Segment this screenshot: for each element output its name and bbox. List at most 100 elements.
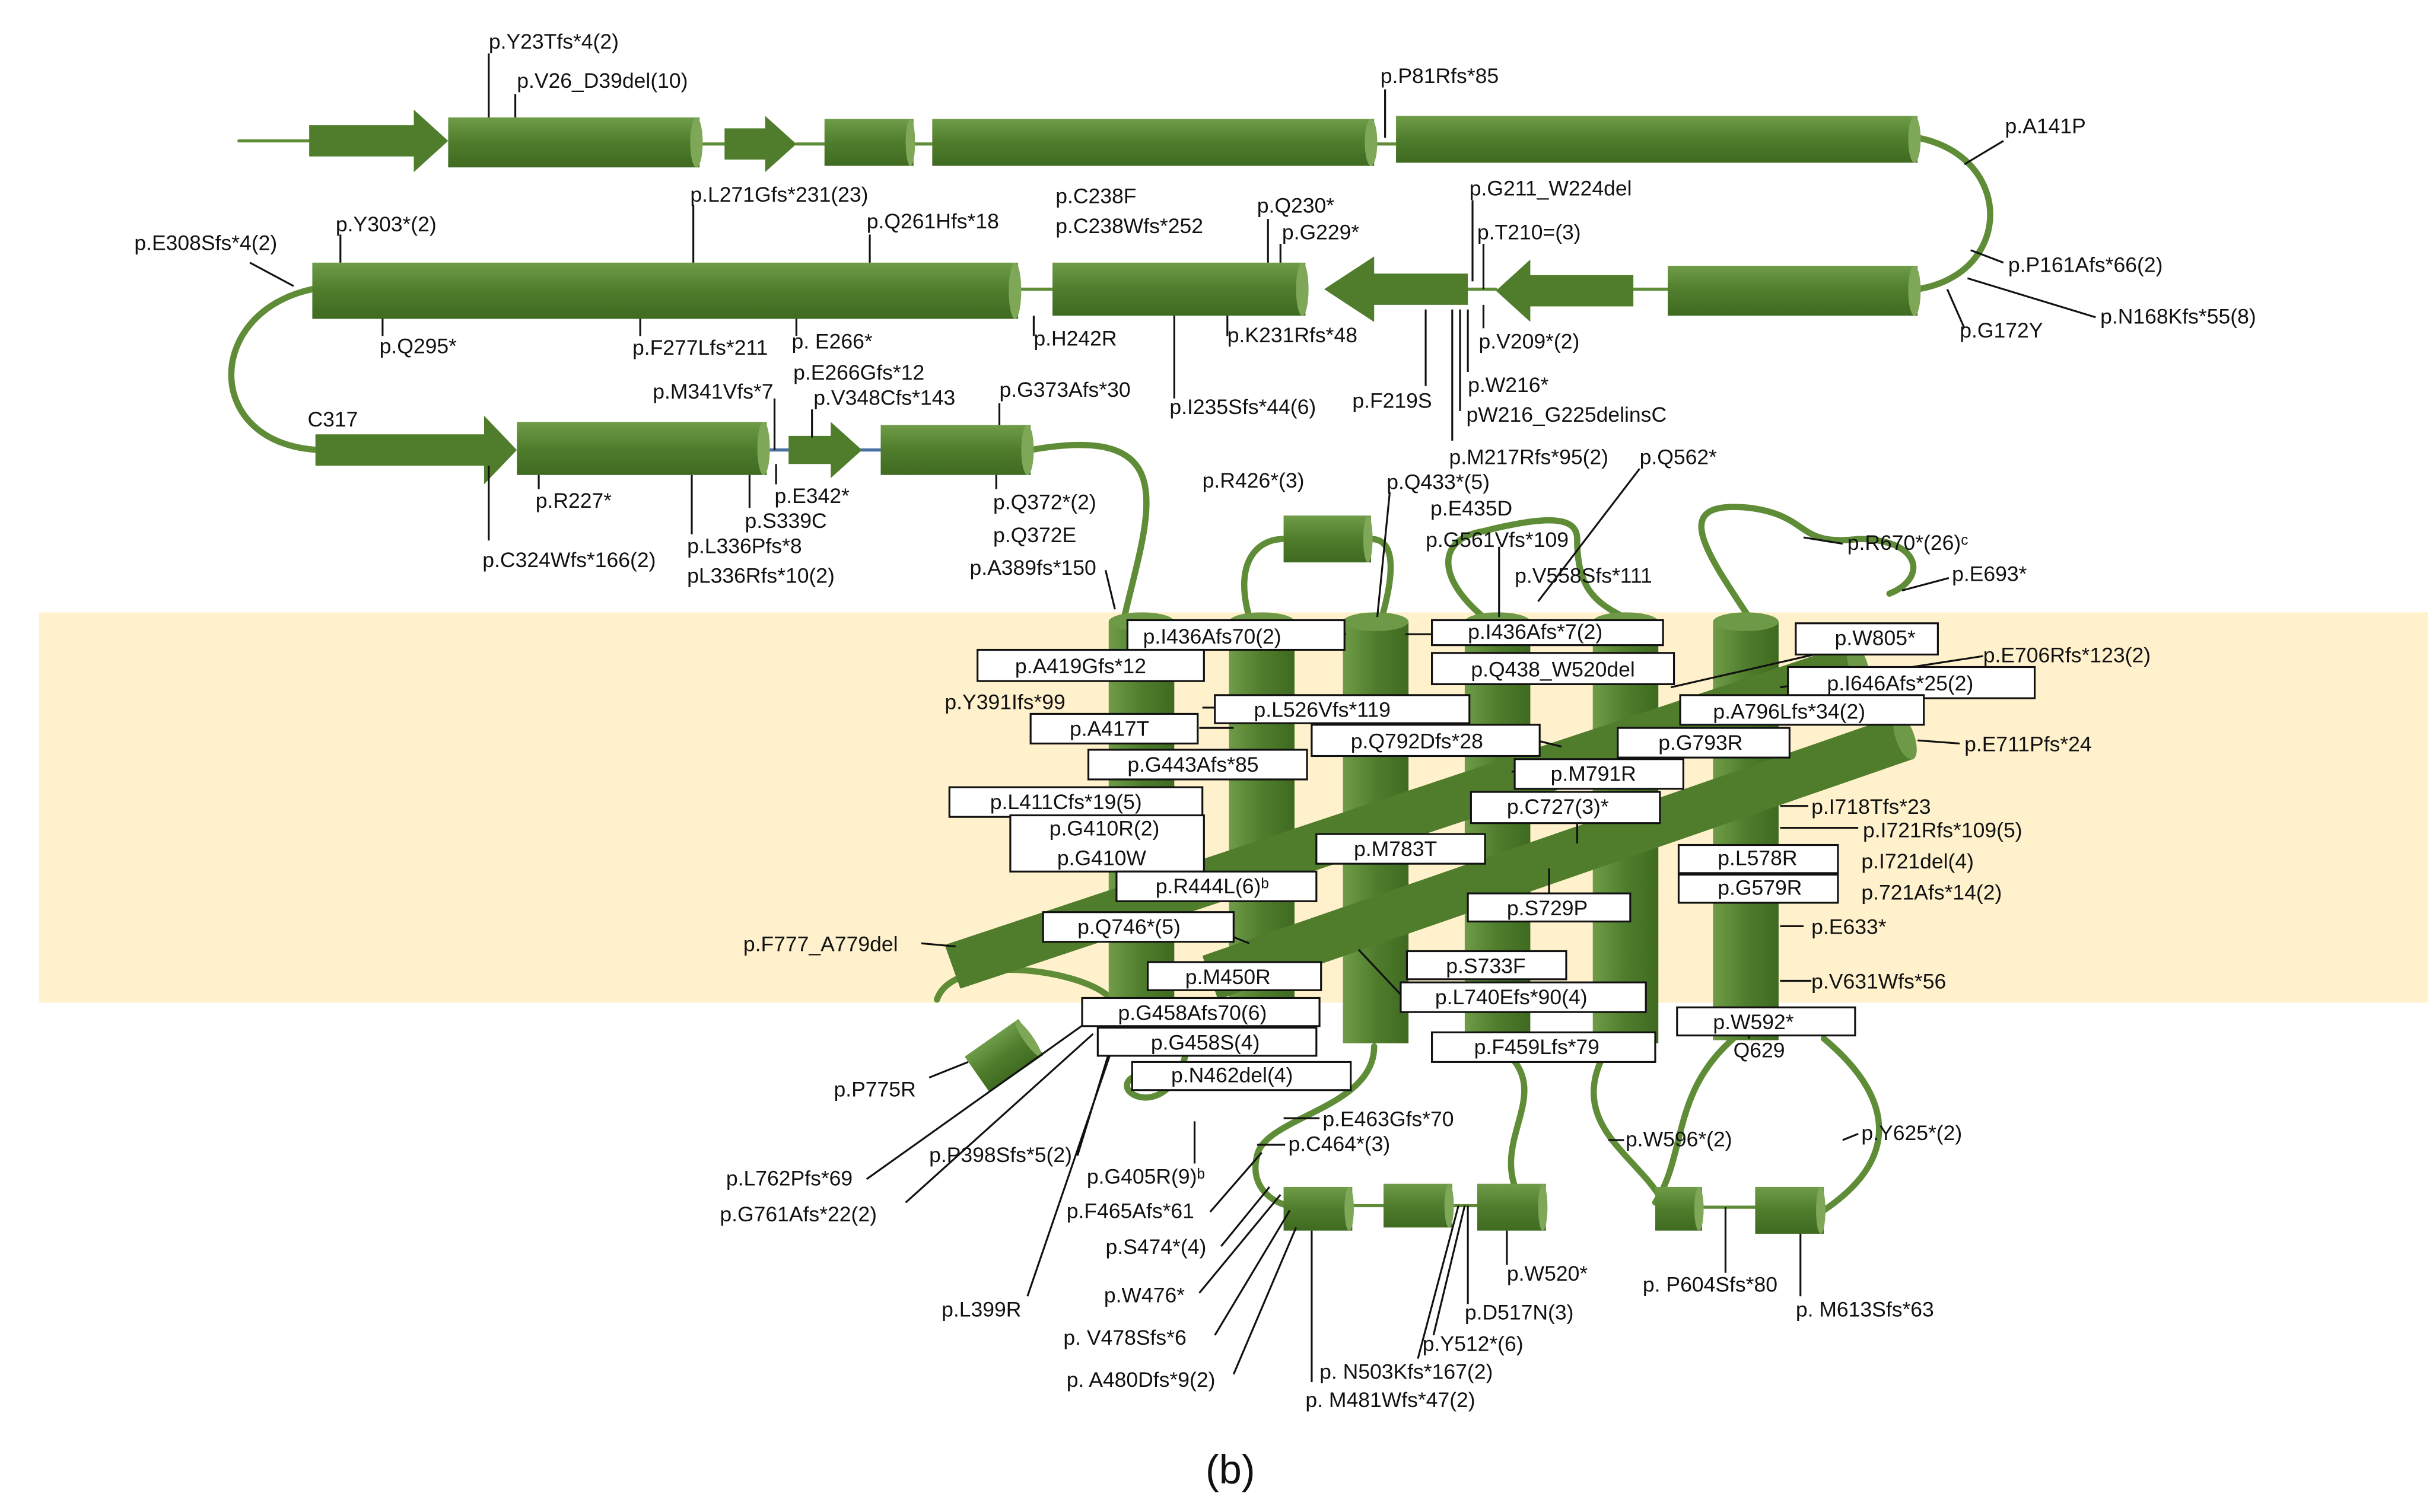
mutation-label: p.L578R xyxy=(1718,846,1797,870)
mutation-label: p.S474*(4) xyxy=(1105,1235,1206,1259)
mutation-label: p.I235Sfs*44(6) xyxy=(1169,395,1316,419)
strand-s5 xyxy=(315,415,517,485)
mutation-label: p.M341Vfs*7 xyxy=(653,380,773,403)
helix-h11 xyxy=(1283,1186,1353,1231)
mutation-label: p.G229* xyxy=(1282,220,1360,244)
mutation-label: p.N168Kfs*55(8) xyxy=(2100,304,2256,328)
mutation-label: p.S729P xyxy=(1507,896,1588,920)
mutation-label: p.A417T xyxy=(1070,717,1149,740)
label-boxes xyxy=(948,619,2036,1091)
helix-h3-end xyxy=(1365,119,1378,166)
helix-h5-end xyxy=(1908,266,1921,316)
mutation-label: p. M613Sfs*63 xyxy=(1796,1297,1934,1321)
mutation-label: p.V631Wfs*56 xyxy=(1811,970,1946,994)
mutation-label: p.P398Sfs*5(2) xyxy=(929,1143,1072,1167)
mutation-label: p.721Afs*14(2) xyxy=(1861,881,2002,905)
mutation-label: p.G793R xyxy=(1658,731,1742,755)
mutation-label: p.L526Vfs*119 xyxy=(1254,698,1391,722)
mutation-label: p.A389fs*150 xyxy=(970,556,1096,580)
helix-h10-end xyxy=(1363,515,1373,563)
mutation-label: p.W476* xyxy=(1104,1284,1185,1307)
helix-h9-end xyxy=(1021,425,1034,475)
mutation-label: pW216_G225delinsC xyxy=(1466,403,1667,426)
mutation-label: p.F459Lfs*79 xyxy=(1474,1035,1599,1059)
helix-h11-end xyxy=(1344,1186,1354,1231)
mutation-label: p.I718Tfs*23 xyxy=(1811,795,1931,819)
mutation-label: p.A141P xyxy=(2005,114,2086,138)
region-label-c317: C317 xyxy=(308,408,358,431)
mutation-label: p.L399R xyxy=(942,1297,1021,1321)
helix-h10 xyxy=(1283,515,1371,563)
mutation-label: p.N462del(4) xyxy=(1171,1064,1293,1087)
mutation-label: pL336Rfs*10(2) xyxy=(687,564,835,587)
mutation-label: p.E693* xyxy=(1952,562,2027,586)
helix-h6-end xyxy=(1296,262,1309,316)
helix-tm6-end xyxy=(1713,612,1779,631)
mutation-label: p.G211_W224del xyxy=(1470,177,1632,200)
mutation-label: p.L336Pfs*8 xyxy=(687,534,802,558)
helix-h13 xyxy=(1477,1183,1546,1231)
mutation-label: p.V26_D39del(10) xyxy=(517,69,688,93)
helix-h15 xyxy=(1755,1186,1824,1234)
helix-h4-end xyxy=(1908,116,1921,163)
mutation-label: p. V478Sfs*6 xyxy=(1063,1326,1186,1349)
strand-s3 xyxy=(1496,259,1634,322)
helix-h2 xyxy=(824,119,914,166)
strand-s1 xyxy=(309,109,449,173)
mutation-label: p.G458Afs70(6) xyxy=(1118,1001,1267,1024)
helix-diagonal-lower-end xyxy=(1893,715,1917,760)
mutation-label: p.Q438_W520del xyxy=(1471,657,1634,681)
helix-h3 xyxy=(932,119,1375,166)
mutation-label: p.F465Afs*61 xyxy=(1067,1199,1194,1223)
mutation-label: p.A419Gfs*12 xyxy=(1015,654,1146,678)
mutation-label: p.T210=(3) xyxy=(1477,220,1581,244)
mutation-label: p.P81Rfs*85 xyxy=(1381,64,1499,88)
mutation-label: p.Q261Hfs*18 xyxy=(867,209,999,233)
mutation-label: p. E266* xyxy=(791,330,872,354)
mutation-label: p.E266Gfs*12 xyxy=(793,361,924,384)
mutation-label: p.I436Afs*7(2) xyxy=(1468,620,1602,644)
mutation-label: p.E435D xyxy=(1430,496,1512,520)
helix-h1 xyxy=(448,117,700,168)
helix-h15-end xyxy=(1816,1186,1826,1234)
helix-h14-end xyxy=(1694,1186,1704,1231)
mutation-label: p. A480Dfs*9(2) xyxy=(1067,1368,1216,1392)
helix-small-tilted xyxy=(964,1018,1044,1093)
helix-h13-end xyxy=(1538,1183,1548,1231)
strand-s6 xyxy=(788,422,862,478)
mutation-label: p.Q562* xyxy=(1640,445,1718,469)
mutation-label: p.E633* xyxy=(1811,915,1887,939)
mutation-label: p.W216* xyxy=(1468,373,1548,397)
mutation-label: p.C238F xyxy=(1055,184,1136,208)
helix-h8 xyxy=(517,422,767,475)
mutation-label: p.R426*(3) xyxy=(1203,469,1305,492)
mutation-label: p.L411Cfs*19(5) xyxy=(990,790,1142,814)
mutation-label: p.Q295* xyxy=(380,334,457,358)
figure-panel-label: (b) xyxy=(1206,1447,1255,1492)
mutation-label: p.E308Sfs*4(2) xyxy=(134,231,277,255)
mutation-label: p.C238Wfs*252 xyxy=(1055,214,1203,238)
region-label-q629: Q629 xyxy=(1734,1038,1785,1062)
mutation-label: p.R444L(6)ᵇ xyxy=(1156,874,1269,898)
helix-h12 xyxy=(1383,1183,1452,1228)
mutation-label: p.M450R xyxy=(1185,965,1271,989)
leader-lines xyxy=(249,53,2096,1382)
mutation-label: p.E463Gfs*70 xyxy=(1322,1107,1454,1131)
helix-h8-end xyxy=(757,422,770,475)
beta-strands xyxy=(309,109,1634,485)
mutation-label: p. M481Wfs*47(2) xyxy=(1305,1388,1475,1412)
horizontal-helices xyxy=(312,116,1918,1234)
helix-h2-end xyxy=(905,119,915,166)
mutation-label: p.V558Sfs*111 xyxy=(1515,564,1652,587)
mutation-label: p.L740Efs*90(4) xyxy=(1435,985,1588,1009)
mutation-label: p.G405R(9)ᵇ xyxy=(1087,1165,1205,1189)
mutation-label: p.G761Afs*22(2) xyxy=(720,1202,877,1226)
mutation-label: p.C727(3)* xyxy=(1507,795,1609,819)
mutation-label: p.R670*(26)ᶜ xyxy=(1847,531,1968,555)
mutation-labels: p.Y23Tfs*4(2) p.V26_D39del(10) p.P81Rfs*… xyxy=(134,30,2256,1412)
mutation-label: p.K231Rfs*48 xyxy=(1227,323,1357,347)
mutation-label: p.G410R(2) xyxy=(1050,817,1160,841)
mutation-label: p.H242R xyxy=(1033,326,1117,350)
mutation-label: p.E706Rfs*123(2) xyxy=(1983,644,2151,667)
